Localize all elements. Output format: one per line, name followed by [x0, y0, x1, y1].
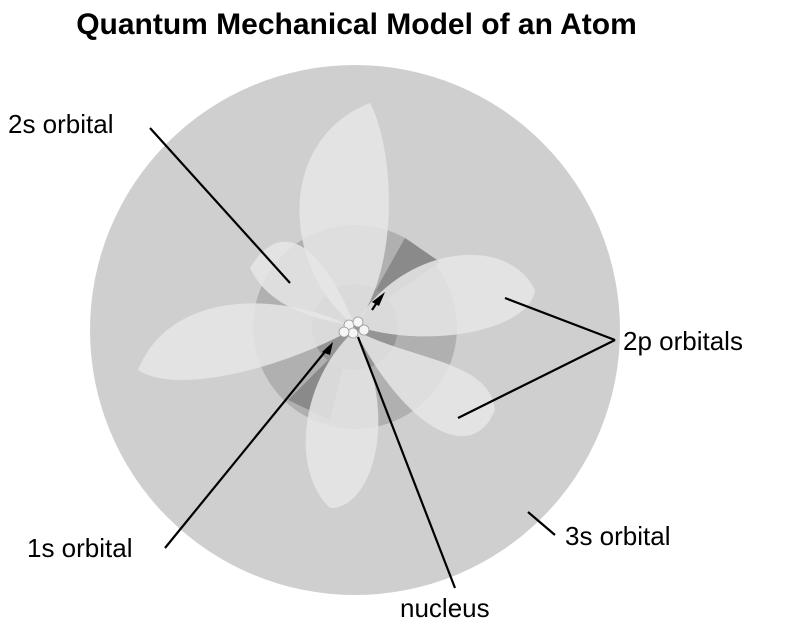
label-2p-orbitals: 2p orbitals	[623, 326, 743, 356]
nucleus	[338, 316, 370, 339]
diagram-title: Quantum Mechanical Model of an Atom	[76, 8, 637, 41]
label-nucleus: nucleus	[400, 593, 490, 623]
orbital-2p-lobe-right	[355, 254, 535, 337]
leader-line-2p-lower	[457, 339, 616, 419]
orbital-2p-lobe-upper-left	[250, 241, 355, 326]
leader-line-1s	[164, 347, 329, 549]
orbital-2p-lobes	[138, 103, 535, 509]
arrowhead-1s-upper	[372, 292, 385, 306]
leader-line-2p-upper	[504, 296, 616, 342]
leader-line-3s	[527, 511, 556, 536]
leader-line-2s	[149, 127, 291, 284]
label-1s-orbital: 1s orbital	[27, 533, 133, 563]
label-3s-orbital: 3s orbital	[565, 521, 671, 551]
orbital-2p-lobe-left	[138, 303, 355, 380]
orbital-2p-lobe-lower-right	[355, 330, 495, 437]
orbital-2p-lobe-bottom	[305, 330, 379, 509]
leader-line-nucleus	[356, 336, 457, 589]
arrowhead-1s	[322, 342, 333, 355]
label-2s-orbital: 2s orbital	[8, 109, 114, 139]
